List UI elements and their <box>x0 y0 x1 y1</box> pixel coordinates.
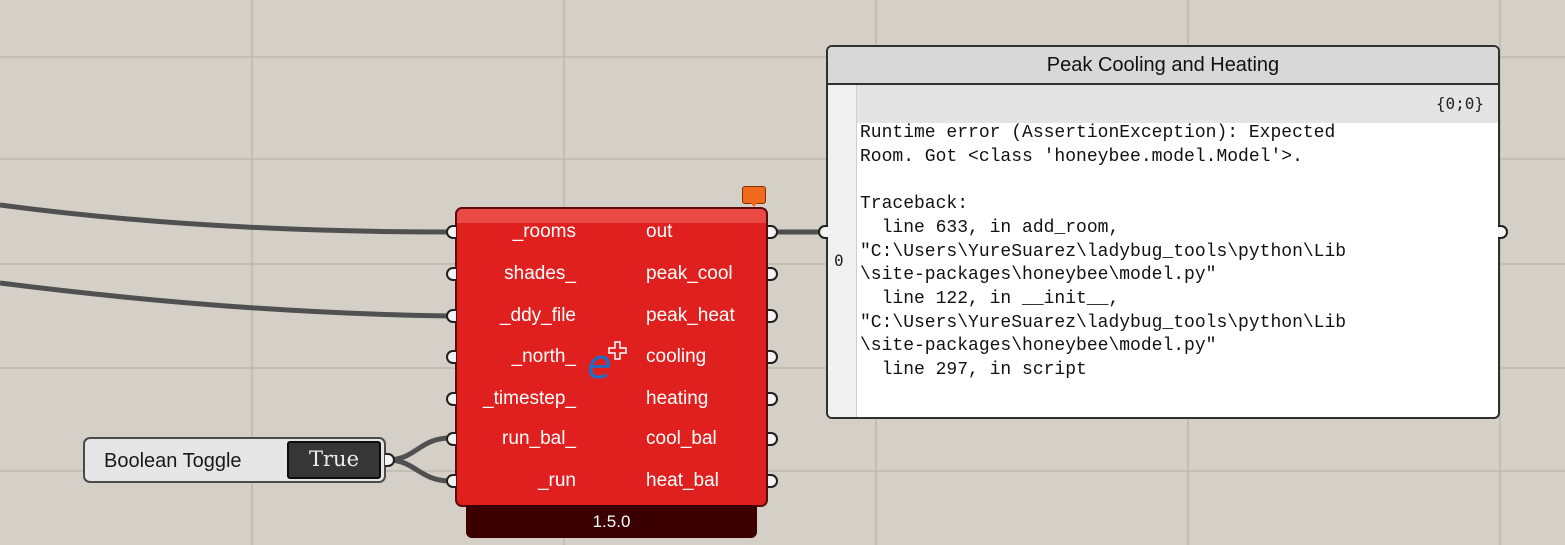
output-grip[interactable] <box>768 392 778 406</box>
input-shades[interactable]: shades_ <box>504 263 576 284</box>
input-run[interactable]: _run <box>537 470 576 491</box>
input-grip[interactable] <box>446 225 456 239</box>
input-grip[interactable] <box>446 474 456 488</box>
panel-input-grip[interactable] <box>818 225 828 239</box>
boolean-toggle-label: Boolean Toggle <box>104 450 242 472</box>
component-top-highlight <box>457 209 766 223</box>
panel-content: Runtime error (AssertionException): Expe… <box>860 123 1347 381</box>
warning-balloon-icon[interactable] <box>742 186 766 207</box>
component-version: 1.5.0 <box>466 505 757 538</box>
output-grip[interactable] <box>768 225 778 239</box>
panel-path-bar: {0;0} <box>828 85 1498 123</box>
input-grip[interactable] <box>446 267 456 281</box>
svg-text:e: e <box>587 342 612 382</box>
output-out[interactable]: out <box>646 221 673 242</box>
output-grip[interactable] <box>768 474 778 488</box>
input-grip[interactable] <box>446 392 456 406</box>
panel-index-column <box>828 85 857 417</box>
output-peak-cool[interactable]: peak_cool <box>646 263 733 284</box>
output-heating[interactable]: heating <box>646 388 709 409</box>
input-run-bal[interactable]: run_bal_ <box>502 428 576 449</box>
panel-path: {0;0} <box>1435 94 1484 113</box>
output-grip[interactable] <box>768 432 778 446</box>
energyplus-icon: e <box>587 341 627 382</box>
input-rooms[interactable]: _rooms <box>512 221 576 242</box>
input-timestep[interactable]: _timestep_ <box>483 388 576 409</box>
output-grip[interactable] <box>768 309 778 323</box>
input-grip[interactable] <box>446 350 456 364</box>
output-cooling[interactable]: cooling <box>646 346 707 367</box>
input-ddy-file[interactable]: _ddy_file <box>499 305 576 326</box>
output-cool-bal[interactable]: cool_bal <box>646 428 717 449</box>
output-grip[interactable] <box>768 350 778 364</box>
output-heat-bal[interactable]: heat_bal <box>646 470 719 491</box>
panel-item-index: 0 <box>834 251 844 270</box>
boolean-toggle-value[interactable]: True <box>287 441 381 479</box>
toggle-output-grip[interactable] <box>385 453 395 467</box>
panel-title: Peak Cooling and Heating <box>828 47 1498 85</box>
input-north[interactable]: _north_ <box>511 346 576 367</box>
output-peak-heat[interactable]: peak_heat <box>646 305 735 326</box>
output-panel[interactable]: Peak Cooling and Heating {0;0} <box>826 45 1500 419</box>
panel-output-grip[interactable] <box>1498 225 1508 239</box>
input-grip[interactable] <box>446 309 456 323</box>
output-grip[interactable] <box>768 267 778 281</box>
input-grip[interactable] <box>446 432 456 446</box>
